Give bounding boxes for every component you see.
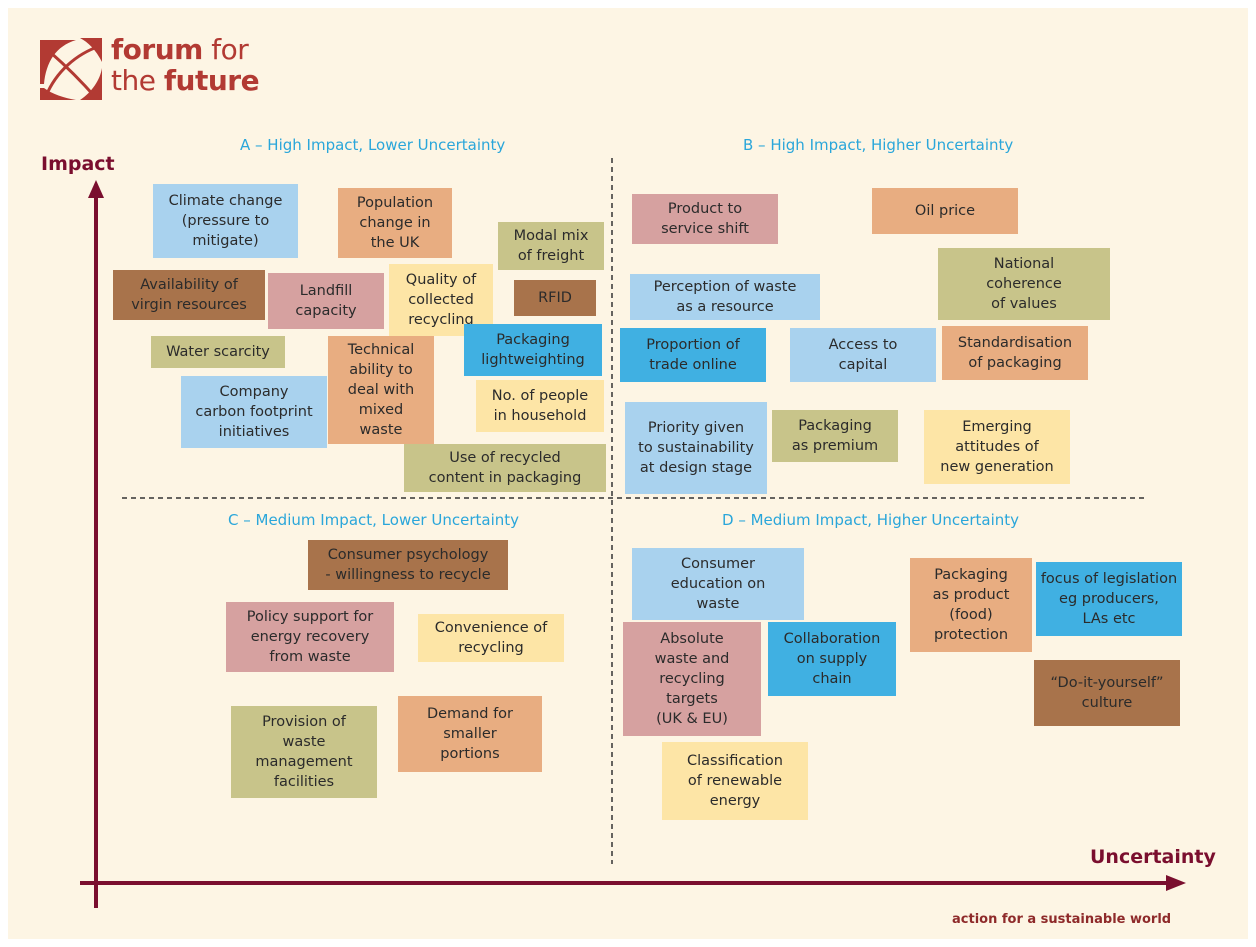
note-convenience-of-recycling: Convenience of recycling bbox=[418, 614, 564, 662]
note-water-scarcity: Water scarcity bbox=[151, 336, 285, 368]
note-product-to-service-shift: Product to service shift bbox=[632, 194, 778, 244]
y-axis-arrow bbox=[88, 180, 104, 198]
note-proportion-of-trade-online: Proportion of trade online bbox=[620, 328, 766, 382]
diagram-canvas: forum for the future A – High Impact, Lo… bbox=[8, 8, 1248, 939]
footer-tagline: action for a sustainable world bbox=[952, 912, 1172, 927]
note-focus-of-legislation: focus of legislation eg producers, LAs e… bbox=[1036, 562, 1182, 636]
note-consumer-psychology: Consumer psychology - willingness to rec… bbox=[308, 540, 508, 590]
quadrant-b-title: B – High Impact, Higher Uncertainty bbox=[743, 136, 1014, 154]
logo-wordmark: forum for the future bbox=[111, 33, 260, 97]
x-axis-label: Uncertainty bbox=[1090, 846, 1216, 868]
note-population-change: Population change in the UK bbox=[338, 188, 452, 258]
note-collaboration-on-supply-chain: Collaboration on supply chain bbox=[768, 622, 896, 696]
note-landfill-capacity: Landfill capacity bbox=[268, 273, 384, 329]
note-climate-change: Climate change (pressure to mitigate) bbox=[153, 184, 298, 258]
note-company-carbon-footprint: Company carbon footprint initiatives bbox=[181, 376, 327, 448]
note-number-of-people-in-household: No. of people in household bbox=[476, 380, 604, 432]
note-oil-price: Oil price bbox=[872, 188, 1018, 234]
note-classification-of-renewable-energy: Classification of renewable energy bbox=[662, 742, 808, 820]
quadrant-a-title: A – High Impact, Lower Uncertainty bbox=[240, 136, 506, 154]
x-axis-arrow bbox=[1166, 875, 1186, 891]
note-policy-support-energy-recovery: Policy support for energy recovery from … bbox=[226, 602, 394, 672]
note-demand-for-smaller-portions: Demand for smaller portions bbox=[398, 696, 542, 772]
note-emerging-attitudes: Emerging attitudes of new generation bbox=[924, 410, 1070, 484]
note-use-of-recycled-content: Use of recycled content in packaging bbox=[404, 444, 606, 492]
note-packaging-as-product-protection: Packaging as product (food) protection bbox=[910, 558, 1032, 652]
note-rfid: RFID bbox=[514, 280, 596, 316]
note-absolute-waste-and-recycling-targets: Absolute waste and recycling targets (UK… bbox=[623, 622, 761, 736]
note-national-coherence-of-values: National coherence of values bbox=[938, 248, 1110, 320]
note-availability-of-virgin-resources: Availability of virgin resources bbox=[113, 270, 265, 320]
note-standardisation-of-packaging: Standardisation of packaging bbox=[942, 326, 1088, 380]
note-packaging-as-premium: Packaging as premium bbox=[772, 410, 898, 462]
note-access-to-capital: Access to capital bbox=[790, 328, 936, 382]
note-technical-ability: Technical ability to deal with mixed was… bbox=[328, 336, 434, 444]
note-do-it-yourself-culture: “Do-it-yourself” culture bbox=[1034, 660, 1180, 726]
y-axis-label: Impact bbox=[41, 153, 115, 175]
note-consumer-education-on-waste: Consumer education on waste bbox=[632, 548, 804, 620]
note-perception-of-waste: Perception of waste as a resource bbox=[630, 274, 820, 320]
quadrant-d-title: D – Medium Impact, Higher Uncertainty bbox=[722, 511, 1020, 529]
note-packaging-lightweighting: Packaging lightweighting bbox=[464, 324, 602, 376]
axes-and-dividers bbox=[80, 158, 1186, 908]
note-priority-given-to-sustainability: Priority given to sustainability at desi… bbox=[625, 402, 767, 494]
note-provision-of-waste-management: Provision of waste management facilities bbox=[231, 706, 377, 798]
note-modal-mix-of-freight: Modal mix of freight bbox=[498, 222, 604, 270]
forum-for-the-future-logo bbox=[40, 38, 102, 100]
quadrant-c-title: C – Medium Impact, Lower Uncertainty bbox=[228, 511, 520, 529]
